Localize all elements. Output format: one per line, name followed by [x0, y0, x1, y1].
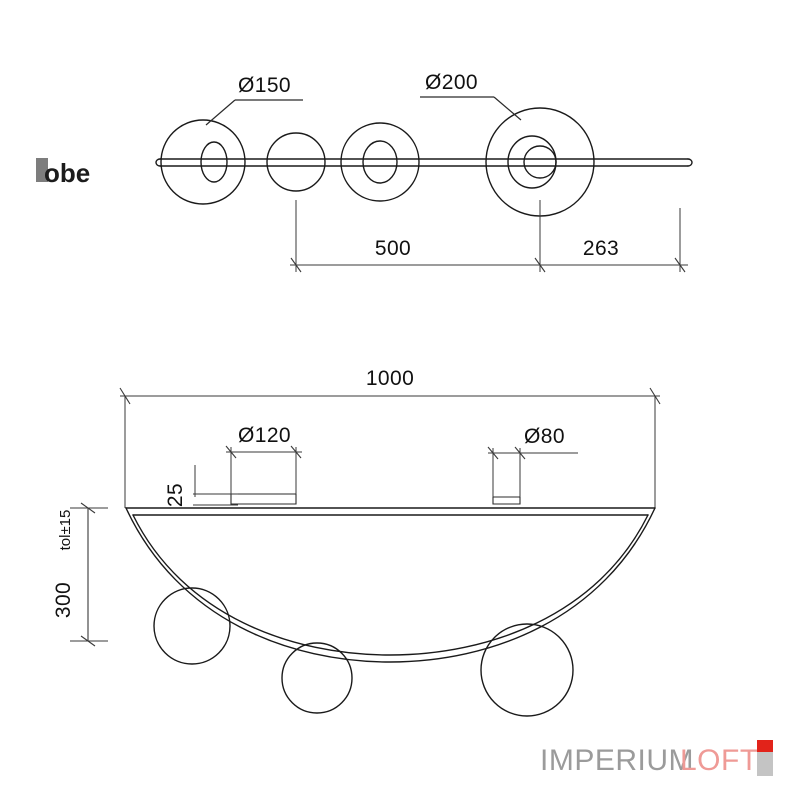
- hanging-globe-left: [153, 587, 231, 665]
- shade-top-plate: [125, 507, 656, 516]
- diameter-200-callout: Ø200: [420, 71, 522, 121]
- dimension-300-tolerance-label: tol±15: [57, 510, 74, 551]
- top-dimension-chain: 500 263: [290, 200, 688, 273]
- mount-block-80: [492, 496, 521, 505]
- watermark-cropped: obe: [36, 158, 90, 188]
- diameter-80-label: Ø80: [524, 425, 565, 448]
- diameter-150-callout: Ø150: [205, 74, 303, 126]
- diameter-150-label: Ø150: [238, 74, 291, 97]
- diameter-120-label: Ø120: [238, 424, 291, 447]
- dimension-263-label: 263: [583, 237, 619, 260]
- imperiumloft-logo: IMPERIUM LOFT: [540, 740, 773, 777]
- dimension-25-label: 25: [164, 483, 187, 507]
- dimension-300-tolerance: 300 tol±15: [52, 502, 108, 647]
- front-elevation-view: 1000 Ø120 25: [52, 367, 661, 717]
- dimension-25: 25: [164, 465, 238, 507]
- top-rod: [155, 158, 693, 167]
- dimension-300-label: 300: [52, 582, 75, 618]
- dimension-500-label: 500: [375, 237, 411, 260]
- diameter-120-dimension: Ø120: [225, 424, 302, 502]
- dimension-1000-label: 1000: [366, 367, 414, 390]
- diameter-200-label: Ø200: [425, 71, 478, 94]
- logo-accent-gray-block: [757, 752, 773, 776]
- top-sphere-4: [485, 107, 595, 217]
- hanging-globe-right: [480, 623, 574, 717]
- top-elevation-view: Ø150 Ø200 500 263: [155, 71, 693, 273]
- logo-accent-red-block: [757, 740, 773, 752]
- top-sphere-2: [266, 132, 326, 192]
- hanging-globe-center: [281, 642, 353, 714]
- dimension-1000: 1000: [119, 367, 661, 508]
- logo-imperium-text: IMPERIUM: [540, 744, 694, 777]
- diameter-80-dimension: Ø80: [487, 425, 578, 502]
- top-sphere-1: [160, 119, 246, 205]
- shade-bowl-profile: [125, 507, 656, 663]
- logo-loft-text: LOFT: [680, 744, 759, 777]
- watermark-label: obe: [44, 158, 90, 188]
- top-sphere-3: [340, 122, 420, 202]
- mount-block-120: [230, 493, 297, 505]
